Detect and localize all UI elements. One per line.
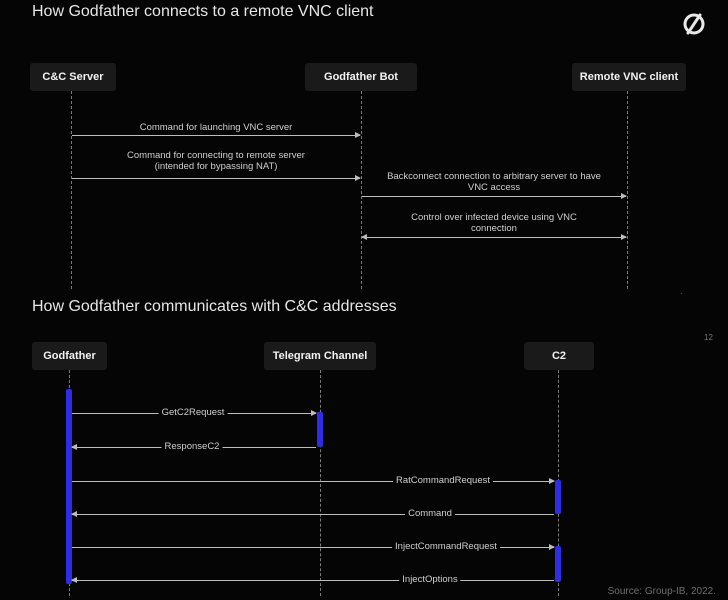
message-label-sub: VNC access	[467, 182, 521, 193]
message-label-sub: connection	[471, 223, 517, 234]
participant-godfather: Godfather	[32, 342, 107, 370]
participant-remote-vnc-client: Remote VNC client	[572, 63, 686, 91]
participant-godfather-bot: Godfather Bot	[305, 63, 417, 91]
lifeline-telegram-channel	[320, 370, 321, 596]
message-label: Command for connecting to remote server	[127, 150, 305, 161]
message-arrow	[362, 193, 627, 199]
message-label: InjectOptions	[399, 574, 461, 585]
page-number: 12	[704, 333, 713, 342]
message-label-sub: (intended for bypassing NAT)	[154, 161, 278, 172]
message-label: ResponseC2	[161, 441, 223, 452]
lifeline-cc-server	[71, 91, 72, 289]
message-arrow	[71, 577, 554, 583]
message-label: GetC2Request	[158, 407, 228, 418]
participant-telegram-channel: Telegram Channel	[264, 342, 376, 370]
message-arrow-bidirectional	[361, 234, 627, 240]
lifeline-remote-vnc-client	[627, 91, 628, 289]
message-label: Control over infected device using VNC	[411, 212, 577, 223]
activation-bar-c2	[555, 546, 561, 582]
message-label: Backconnect connection to arbitrary serv…	[387, 171, 601, 182]
group-ib-logo-icon	[683, 13, 705, 35]
message-label: Command	[405, 508, 455, 519]
message-arrow	[72, 478, 555, 484]
tiny-mark: ·	[680, 289, 683, 298]
message-arrow	[72, 132, 361, 138]
vnc-diagram-title: How Godfather connects to a remote VNC c…	[32, 3, 374, 20]
source-caption: Source: Group-IB, 2022.	[607, 586, 716, 597]
message-label: RatCommandRequest	[393, 475, 493, 486]
lifeline-godfather-bot	[361, 91, 362, 289]
activation-bar-godfather	[66, 389, 72, 584]
cc-diagram-title: How Godfather communicates with C&C addr…	[32, 298, 397, 315]
message-label: InjectCommandRequest	[392, 541, 500, 552]
activation-bar-c2	[555, 480, 561, 514]
activation-bar-telegram-channel	[317, 412, 323, 447]
message-arrow	[72, 175, 361, 181]
participant-cc-server: C&C Server	[30, 63, 116, 91]
message-arrow	[71, 511, 554, 517]
message-arrow	[72, 544, 555, 550]
message-label: Command for launching VNC server	[139, 122, 293, 133]
participant-c2: C2	[524, 342, 594, 370]
